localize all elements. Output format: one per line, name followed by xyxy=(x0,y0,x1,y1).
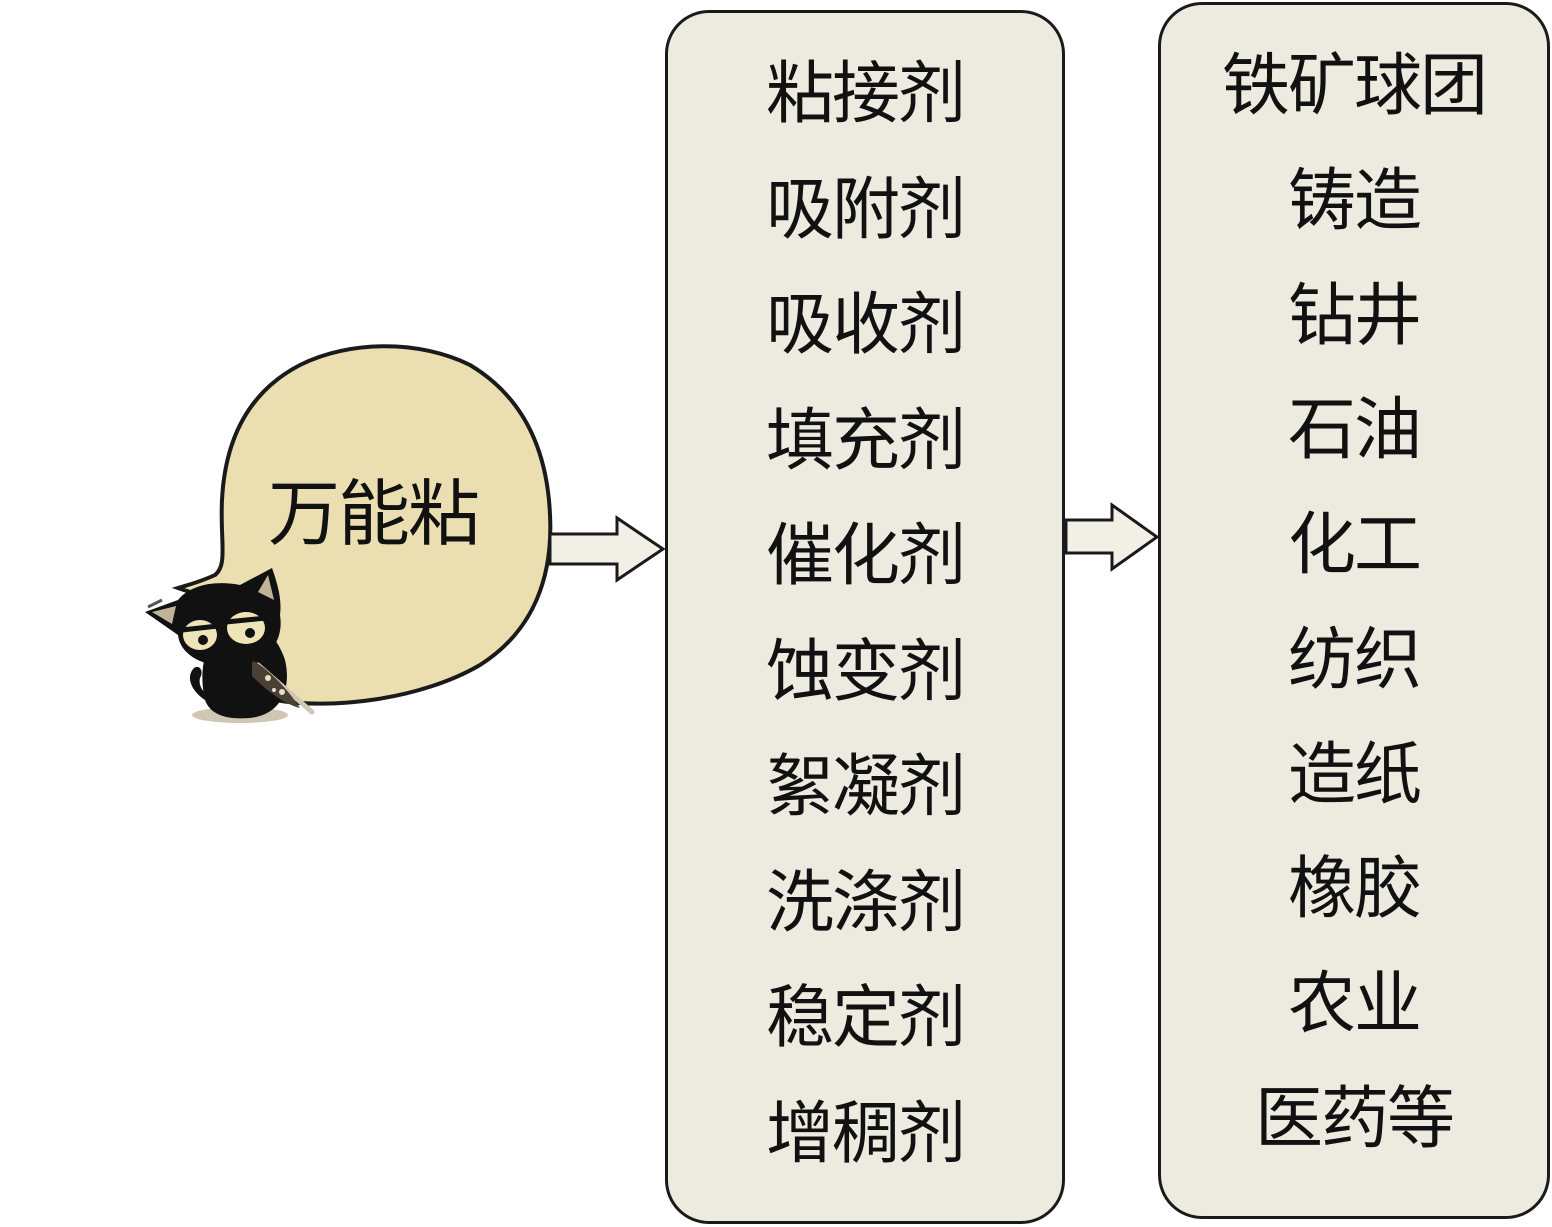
field-item: 钻井 xyxy=(1287,276,1422,356)
bubble-label: 万能粘 xyxy=(268,472,480,556)
field-item: 铁矿球团 xyxy=(1221,47,1488,126)
use-item: 洗涤剂 xyxy=(765,863,966,943)
field-item: 石油 xyxy=(1287,391,1422,471)
use-item: 粘接剂 xyxy=(765,55,966,134)
field-item: 纺织 xyxy=(1287,620,1422,700)
fields-box: 铁矿球团 铸造 钻井 石油 化工 纺织 造纸 橡胶 农业 医药等 xyxy=(1158,2,1550,1219)
use-item: 增稠剂 xyxy=(765,1094,966,1174)
use-item: 填充剂 xyxy=(765,401,966,481)
use-item: 吸附剂 xyxy=(765,170,966,250)
uses-box: 粘接剂 吸附剂 吸收剂 填充剂 催化剂 蚀变剂 絮凝剂 洗涤剂 稳定剂 增稠剂 xyxy=(665,10,1065,1224)
field-item: 造纸 xyxy=(1287,735,1422,815)
field-item: 农业 xyxy=(1287,965,1422,1045)
black-cat-icon xyxy=(145,568,315,723)
field-item: 医药等 xyxy=(1254,1079,1455,1159)
use-item: 蚀变剂 xyxy=(765,632,966,712)
field-item: 化工 xyxy=(1287,506,1422,586)
use-item: 稳定剂 xyxy=(765,979,966,1059)
field-item: 橡胶 xyxy=(1287,850,1422,930)
right-arrow-icon xyxy=(1064,502,1160,572)
use-item: 絮凝剂 xyxy=(765,748,966,828)
right-arrow-icon xyxy=(548,515,666,583)
use-item: 催化剂 xyxy=(765,517,966,597)
field-item: 铸造 xyxy=(1287,161,1422,241)
use-item: 吸收剂 xyxy=(765,286,966,366)
